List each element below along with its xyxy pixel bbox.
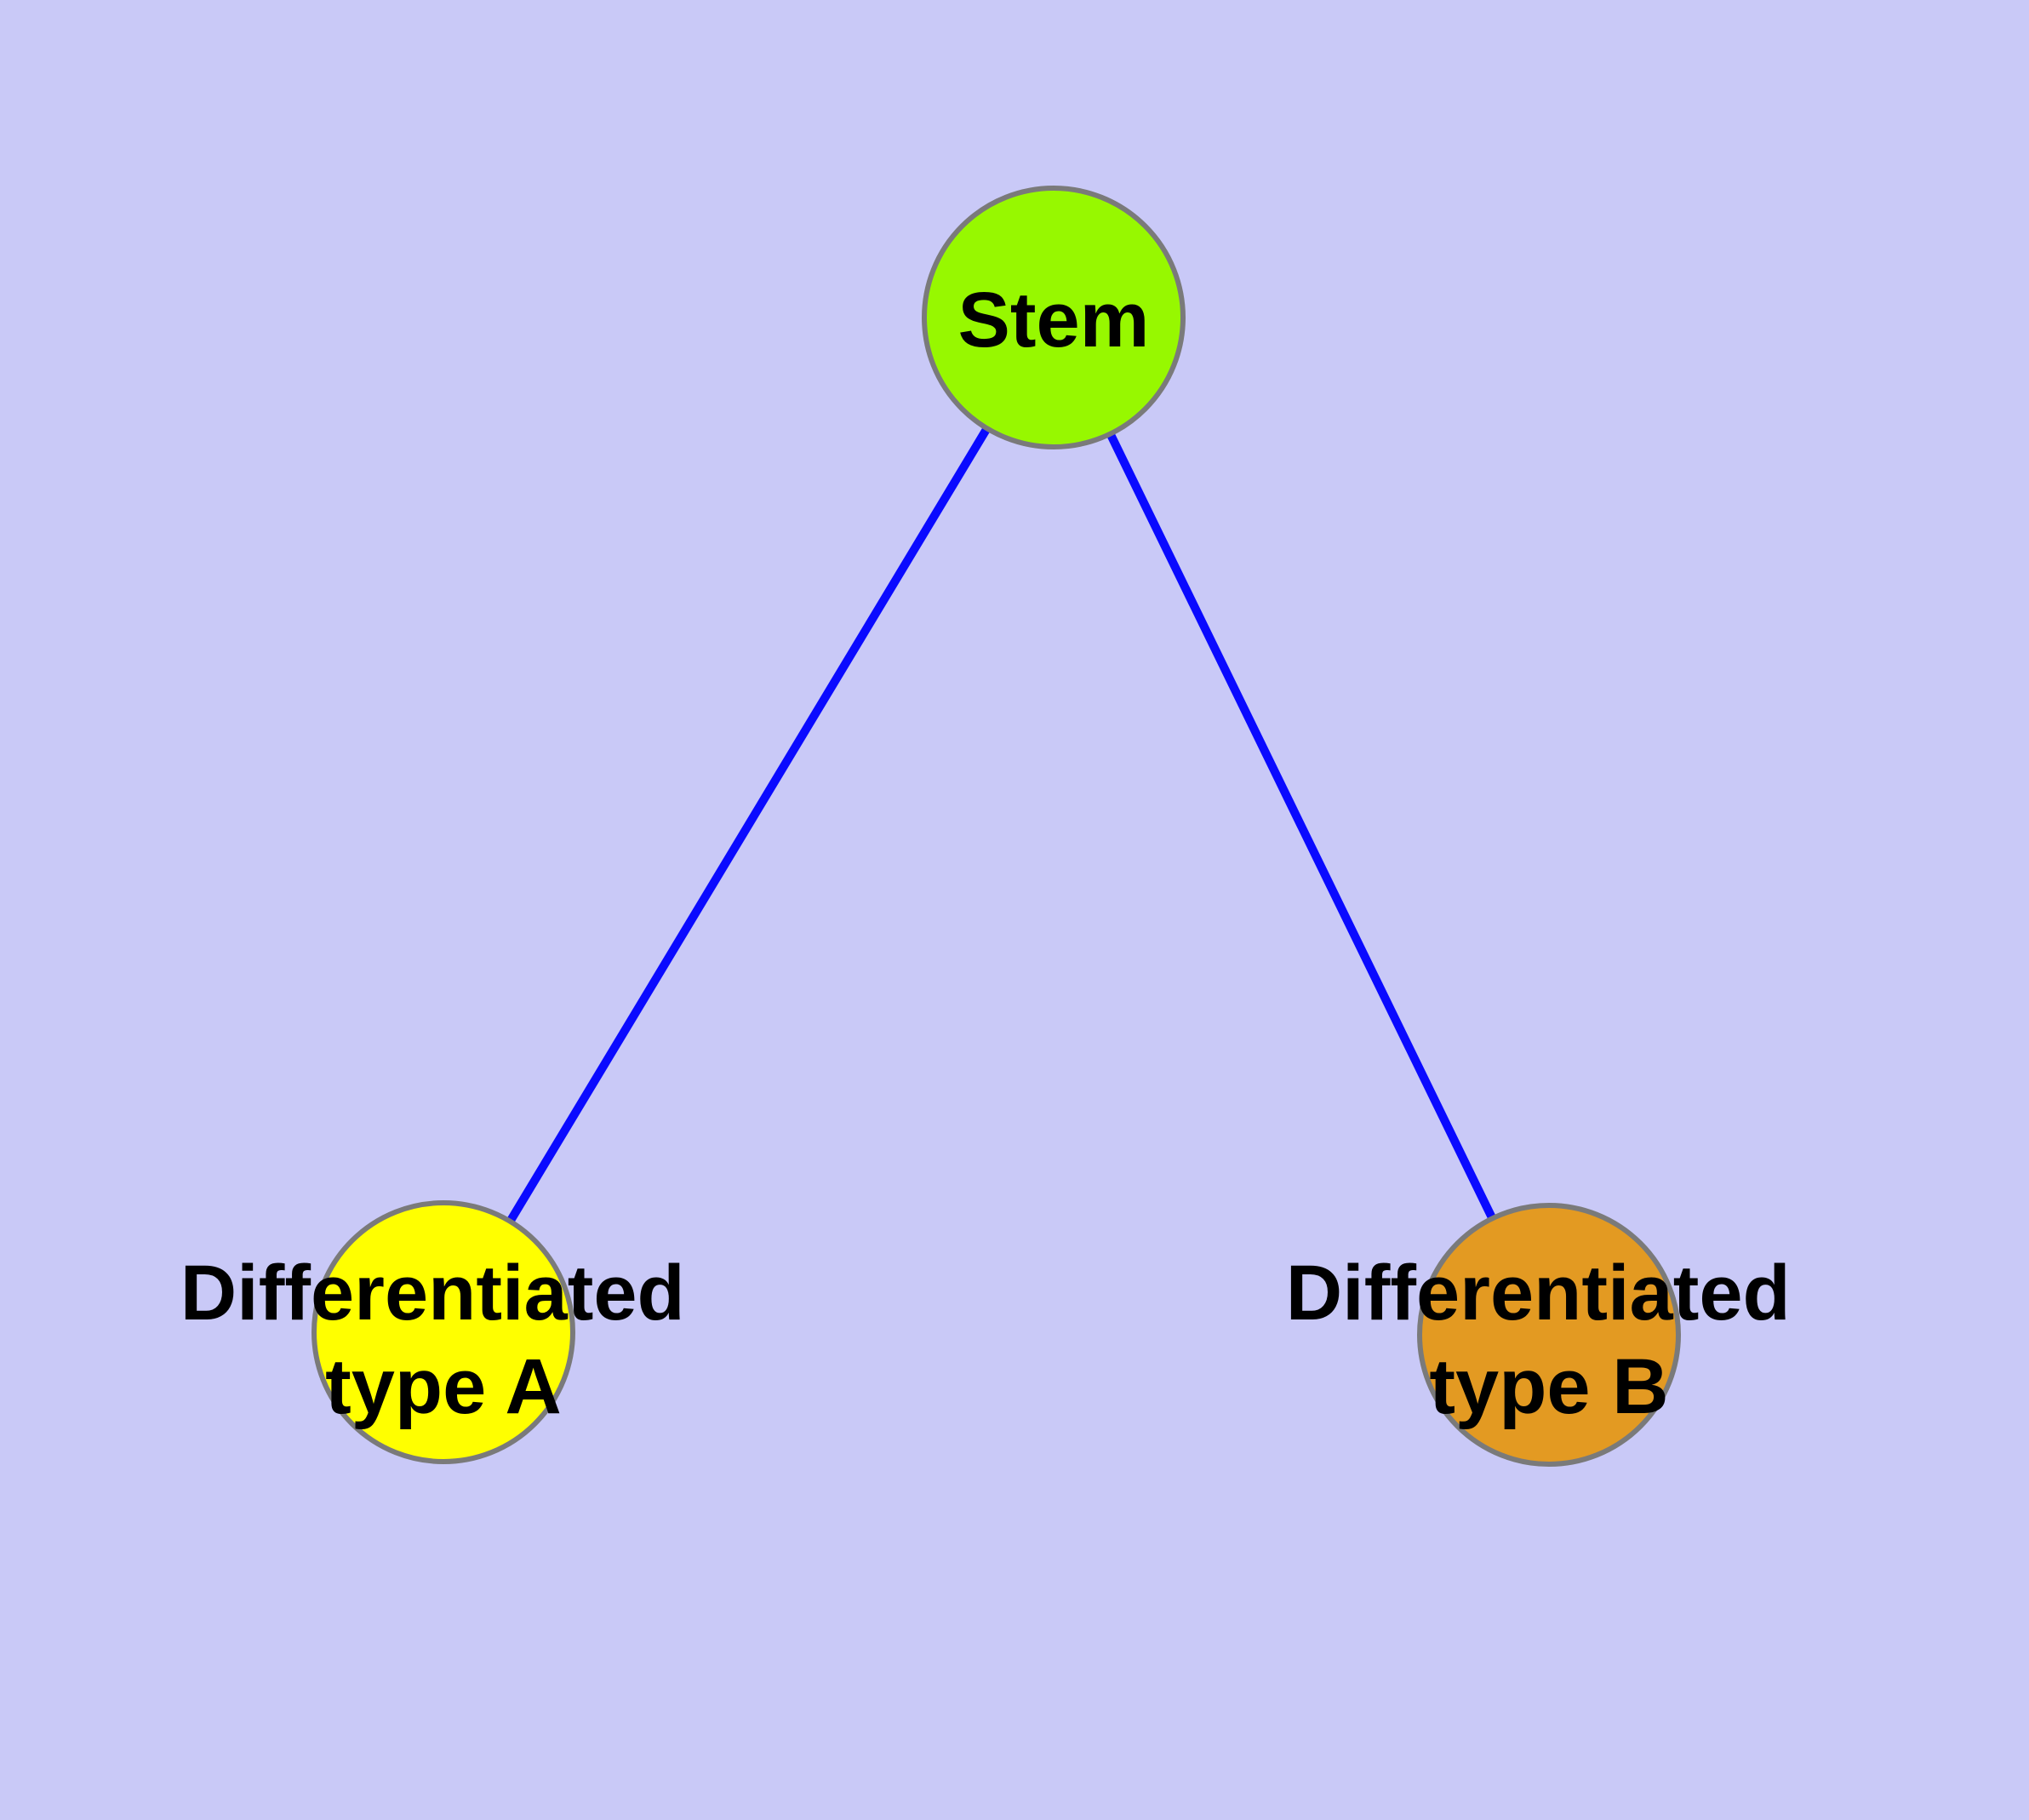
node-label-stem: Stem bbox=[958, 277, 1150, 363]
node-label-line-2: type B bbox=[1429, 1343, 1668, 1430]
edge-stem-to-type-a bbox=[439, 315, 1058, 1335]
node-differentiated-type-a bbox=[311, 1200, 575, 1464]
node-label-differentiated-type-b: Differentiated type B bbox=[1286, 1250, 1813, 1430]
node-label-differentiated-type-a: Differentiated type A bbox=[180, 1250, 707, 1430]
node-label-line-2: type A bbox=[325, 1343, 562, 1430]
node-label-line-1: Differentiated bbox=[180, 1250, 685, 1336]
node-stem bbox=[922, 186, 1186, 449]
node-differentiated-type-b bbox=[1417, 1203, 1681, 1467]
node-label-line-1: Differentiated bbox=[1286, 1250, 1791, 1336]
edge-stem-to-type-b bbox=[1049, 315, 1553, 1337]
